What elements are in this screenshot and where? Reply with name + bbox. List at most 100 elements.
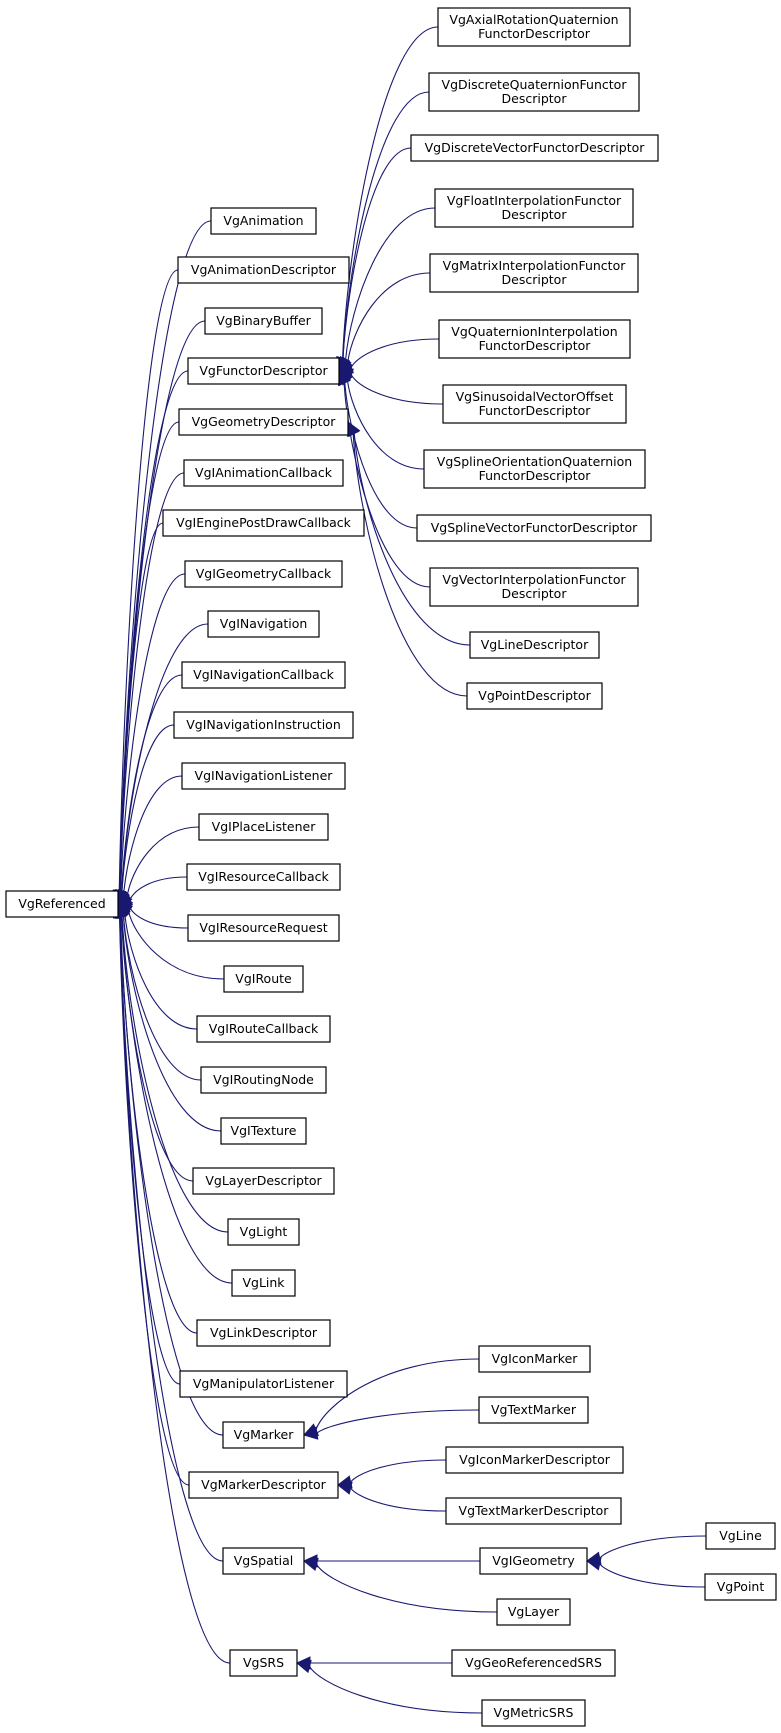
node-label: FunctorDescriptor bbox=[479, 338, 592, 353]
class-node-vg-link-descriptor[interactable]: VgLinkDescriptor bbox=[196, 1319, 331, 1347]
edges-layer bbox=[112, 26, 707, 1714]
edge-line bbox=[315, 1358, 480, 1431]
edge-line bbox=[122, 915, 222, 1132]
arrowhead bbox=[302, 1557, 319, 1572]
edge-line bbox=[119, 472, 185, 892]
class-node-vg-text-marker[interactable]: VgTextMarker bbox=[478, 1396, 589, 1424]
class-node-vg-light[interactable]: VgLight bbox=[227, 1218, 300, 1246]
edge-vg-i-resource-callback-to-vg-referenced bbox=[116, 876, 188, 906]
node-box bbox=[451, 1649, 616, 1677]
node-box bbox=[200, 1066, 327, 1094]
node-label: FunctorDescriptor bbox=[478, 26, 591, 41]
class-node-vg-icon-marker-descriptor[interactable]: VgIconMarkerDescriptor bbox=[445, 1446, 624, 1474]
class-node-vg-i-navigation-listener[interactable]: VgINavigationListener bbox=[181, 762, 346, 790]
class-node-vg-i-route[interactable]: VgIRoute bbox=[223, 965, 304, 993]
edge-line bbox=[350, 1459, 447, 1483]
edge-vg-geo-referenced-srs-to-vg-srs bbox=[295, 1656, 452, 1670]
class-node-vg-i-resource-callback[interactable]: VgIResourceCallback bbox=[186, 863, 341, 891]
class-node-vg-i-place-listener[interactable]: VgIPlaceListener bbox=[198, 813, 329, 841]
node-label: FunctorDescriptor bbox=[479, 403, 592, 418]
class-node-vg-marker-descriptor[interactable]: VgMarkerDescriptor bbox=[188, 1471, 339, 1499]
class-node-vg-line-descriptor[interactable]: VgLineDescriptor bbox=[469, 631, 600, 659]
arrowhead bbox=[302, 1426, 319, 1440]
edge-line bbox=[129, 907, 189, 929]
node-box bbox=[704, 1573, 777, 1601]
class-node-vg-i-routing-node[interactable]: VgIRoutingNode bbox=[200, 1066, 327, 1094]
edge-vg-text-marker-descriptor-to-vg-marker-descriptor bbox=[336, 1481, 447, 1512]
node-label: VgINavigationCallback bbox=[193, 667, 334, 682]
class-node-vg-icon-marker[interactable]: VgIconMarker bbox=[478, 1345, 591, 1373]
class-node-vg-srs[interactable]: VgSRS bbox=[229, 1649, 298, 1677]
edge-vg-marker-descriptor-to-vg-referenced bbox=[112, 902, 190, 1486]
class-node-vg-point-descriptor[interactable]: VgPointDescriptor bbox=[466, 682, 603, 710]
node-box bbox=[207, 610, 320, 638]
class-node-vg-discrete-vector-functor-descriptor[interactable]: VgDiscreteVectorFunctorDescriptor bbox=[410, 134, 659, 162]
arrowhead bbox=[295, 1659, 312, 1674]
edge-line bbox=[342, 91, 430, 359]
class-node-vg-link[interactable]: VgLink bbox=[231, 1269, 296, 1297]
class-node-vg-geo-referenced-srs[interactable]: VgGeoReferencedSRS bbox=[451, 1649, 616, 1677]
class-node-vg-animation-descriptor[interactable]: VgAnimationDescriptor bbox=[177, 256, 350, 284]
class-node-vg-i-navigation[interactable]: VgINavigation bbox=[207, 610, 320, 638]
edge-vg-axial-rotation-quaternion-functor-descriptor-to-vg-functor-descriptor bbox=[336, 26, 439, 373]
node-box bbox=[177, 256, 350, 284]
class-node-vg-i-texture[interactable]: VgITexture bbox=[220, 1117, 307, 1145]
class-node-vg-i-engine-post-draw-callback[interactable]: VgIEnginePostDrawCallback bbox=[162, 509, 365, 537]
node-label: VgSRS bbox=[243, 1655, 284, 1670]
class-node-vg-spline-vector-functor-descriptor[interactable]: VgSplineVectorFunctorDescriptor bbox=[416, 514, 652, 542]
edge-vg-i-animation-callback-to-vg-referenced bbox=[113, 472, 185, 906]
node-label: VgSinusoidalVectorOffset bbox=[456, 389, 614, 404]
class-node-vg-i-animation-callback[interactable]: VgIAnimationCallback bbox=[183, 459, 344, 487]
node-label: VgManipulatorListener bbox=[193, 1376, 335, 1391]
nodes-layer: VgReferenced VgAnimationVgAnimationDescri… bbox=[5, 7, 777, 1727]
node-label: VgINavigationInstruction bbox=[186, 717, 341, 732]
class-node-vg-marker[interactable]: VgMarker bbox=[222, 1421, 305, 1449]
class-node-vg-point[interactable]: VgPoint bbox=[704, 1573, 777, 1601]
class-node-vg-line[interactable]: VgLine bbox=[705, 1522, 776, 1550]
class-node-vg-axial-rotation-quaternion-functor-descriptor[interactable]: VgAxialRotationQuaternionFunctorDescript… bbox=[437, 7, 631, 47]
edge-line bbox=[119, 320, 206, 892]
node-label: VgIGeometry bbox=[492, 1553, 575, 1568]
node-box bbox=[204, 307, 323, 335]
node-label: VgMarkerDescriptor bbox=[201, 1477, 326, 1492]
class-node-vg-i-geometry[interactable]: VgIGeometry bbox=[479, 1547, 588, 1575]
node-label: VgDiscreteQuaternionFunctor bbox=[442, 77, 628, 92]
class-node-vg-layer[interactable]: VgLayer bbox=[496, 1598, 571, 1626]
class-node-vg-quaternion-interpolation-functor-descriptor[interactable]: VgQuaternionInterpolationFunctorDescript… bbox=[438, 319, 631, 359]
node-box bbox=[410, 134, 659, 162]
edge-line bbox=[118, 522, 164, 892]
node-box bbox=[210, 207, 317, 235]
node-label: VgIPlaceListener bbox=[212, 819, 317, 834]
node-box bbox=[183, 459, 344, 487]
class-node-vg-geometry-descriptor[interactable]: VgGeometryDescriptor bbox=[178, 408, 349, 436]
node-label: VgLinkDescriptor bbox=[210, 1325, 318, 1340]
edge-line bbox=[119, 916, 190, 1486]
class-node-vg-i-navigation-callback[interactable]: VgINavigationCallback bbox=[181, 661, 346, 689]
class-node-vg-spatial[interactable]: VgSpatial bbox=[222, 1547, 305, 1575]
class-node-vg-spline-orientation-quaternion-functor-descriptor[interactable]: VgSplineOrientationQuaternionFunctorDesc… bbox=[423, 449, 646, 489]
edge-line bbox=[129, 876, 188, 900]
class-node-vg-animation[interactable]: VgAnimation bbox=[210, 207, 317, 235]
edge-line bbox=[121, 916, 233, 1284]
class-node-vg-manipulator-listener[interactable]: VgManipulatorListener bbox=[179, 1370, 348, 1398]
class-node-vg-sinusoidal-vector-offset-functor-descriptor[interactable]: VgSinusoidalVectorOffsetFunctorDescripto… bbox=[442, 384, 627, 424]
edge-line bbox=[128, 911, 225, 980]
class-node-vg-i-geometry-callback[interactable]: VgIGeometryCallback bbox=[184, 560, 343, 588]
node-box bbox=[429, 253, 639, 293]
class-node-vg-functor-descriptor[interactable]: VgFunctorDescriptor bbox=[187, 357, 340, 385]
edge-line bbox=[316, 1409, 480, 1434]
class-node-vg-i-route-callback[interactable]: VgIRouteCallback bbox=[196, 1015, 331, 1043]
class-node-vg-metric-srs[interactable]: VgMetricSRS bbox=[481, 1699, 586, 1727]
class-node-vg-i-resource-request[interactable]: VgIResourceRequest bbox=[187, 914, 340, 942]
class-node-vg-binary-buffer[interactable]: VgBinaryBuffer bbox=[204, 307, 323, 335]
class-node-vg-layer-descriptor[interactable]: VgLayerDescriptor bbox=[192, 1167, 335, 1195]
class-node-vg-referenced[interactable]: VgReferenced bbox=[5, 890, 119, 918]
class-node-vg-text-marker-descriptor[interactable]: VgTextMarkerDescriptor bbox=[445, 1497, 622, 1525]
node-label: VgIEnginePostDrawCallback bbox=[176, 515, 352, 530]
class-node-vg-i-navigation-instruction[interactable]: VgINavigationInstruction bbox=[173, 711, 354, 739]
node-label: VgMetricSRS bbox=[494, 1705, 574, 1720]
